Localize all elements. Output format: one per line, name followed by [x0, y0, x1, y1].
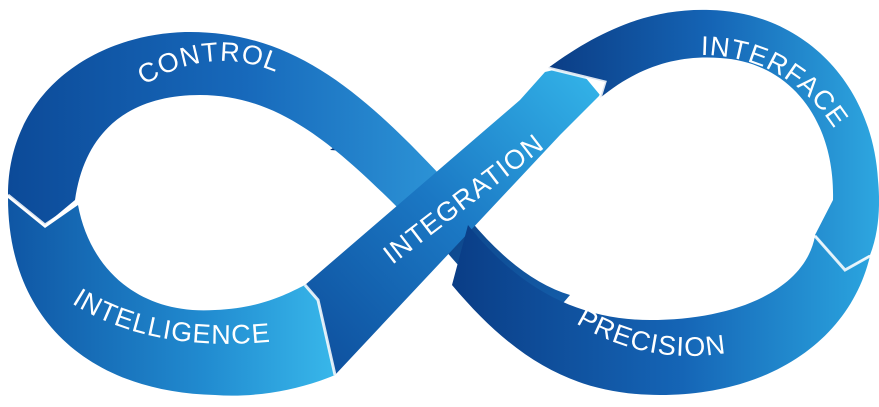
segment-interface — [548, 9, 879, 270]
segment-control — [8, 31, 440, 225]
segment-integration — [305, 65, 600, 375]
chevron-notch-right — [813, 235, 871, 272]
chevron-notch-left — [7, 193, 79, 227]
chevron-notch-center-low — [303, 284, 337, 376]
chevron-notch-center-high — [547, 66, 607, 99]
segment-precision — [452, 225, 870, 395]
segment-intelligence — [8, 198, 335, 396]
